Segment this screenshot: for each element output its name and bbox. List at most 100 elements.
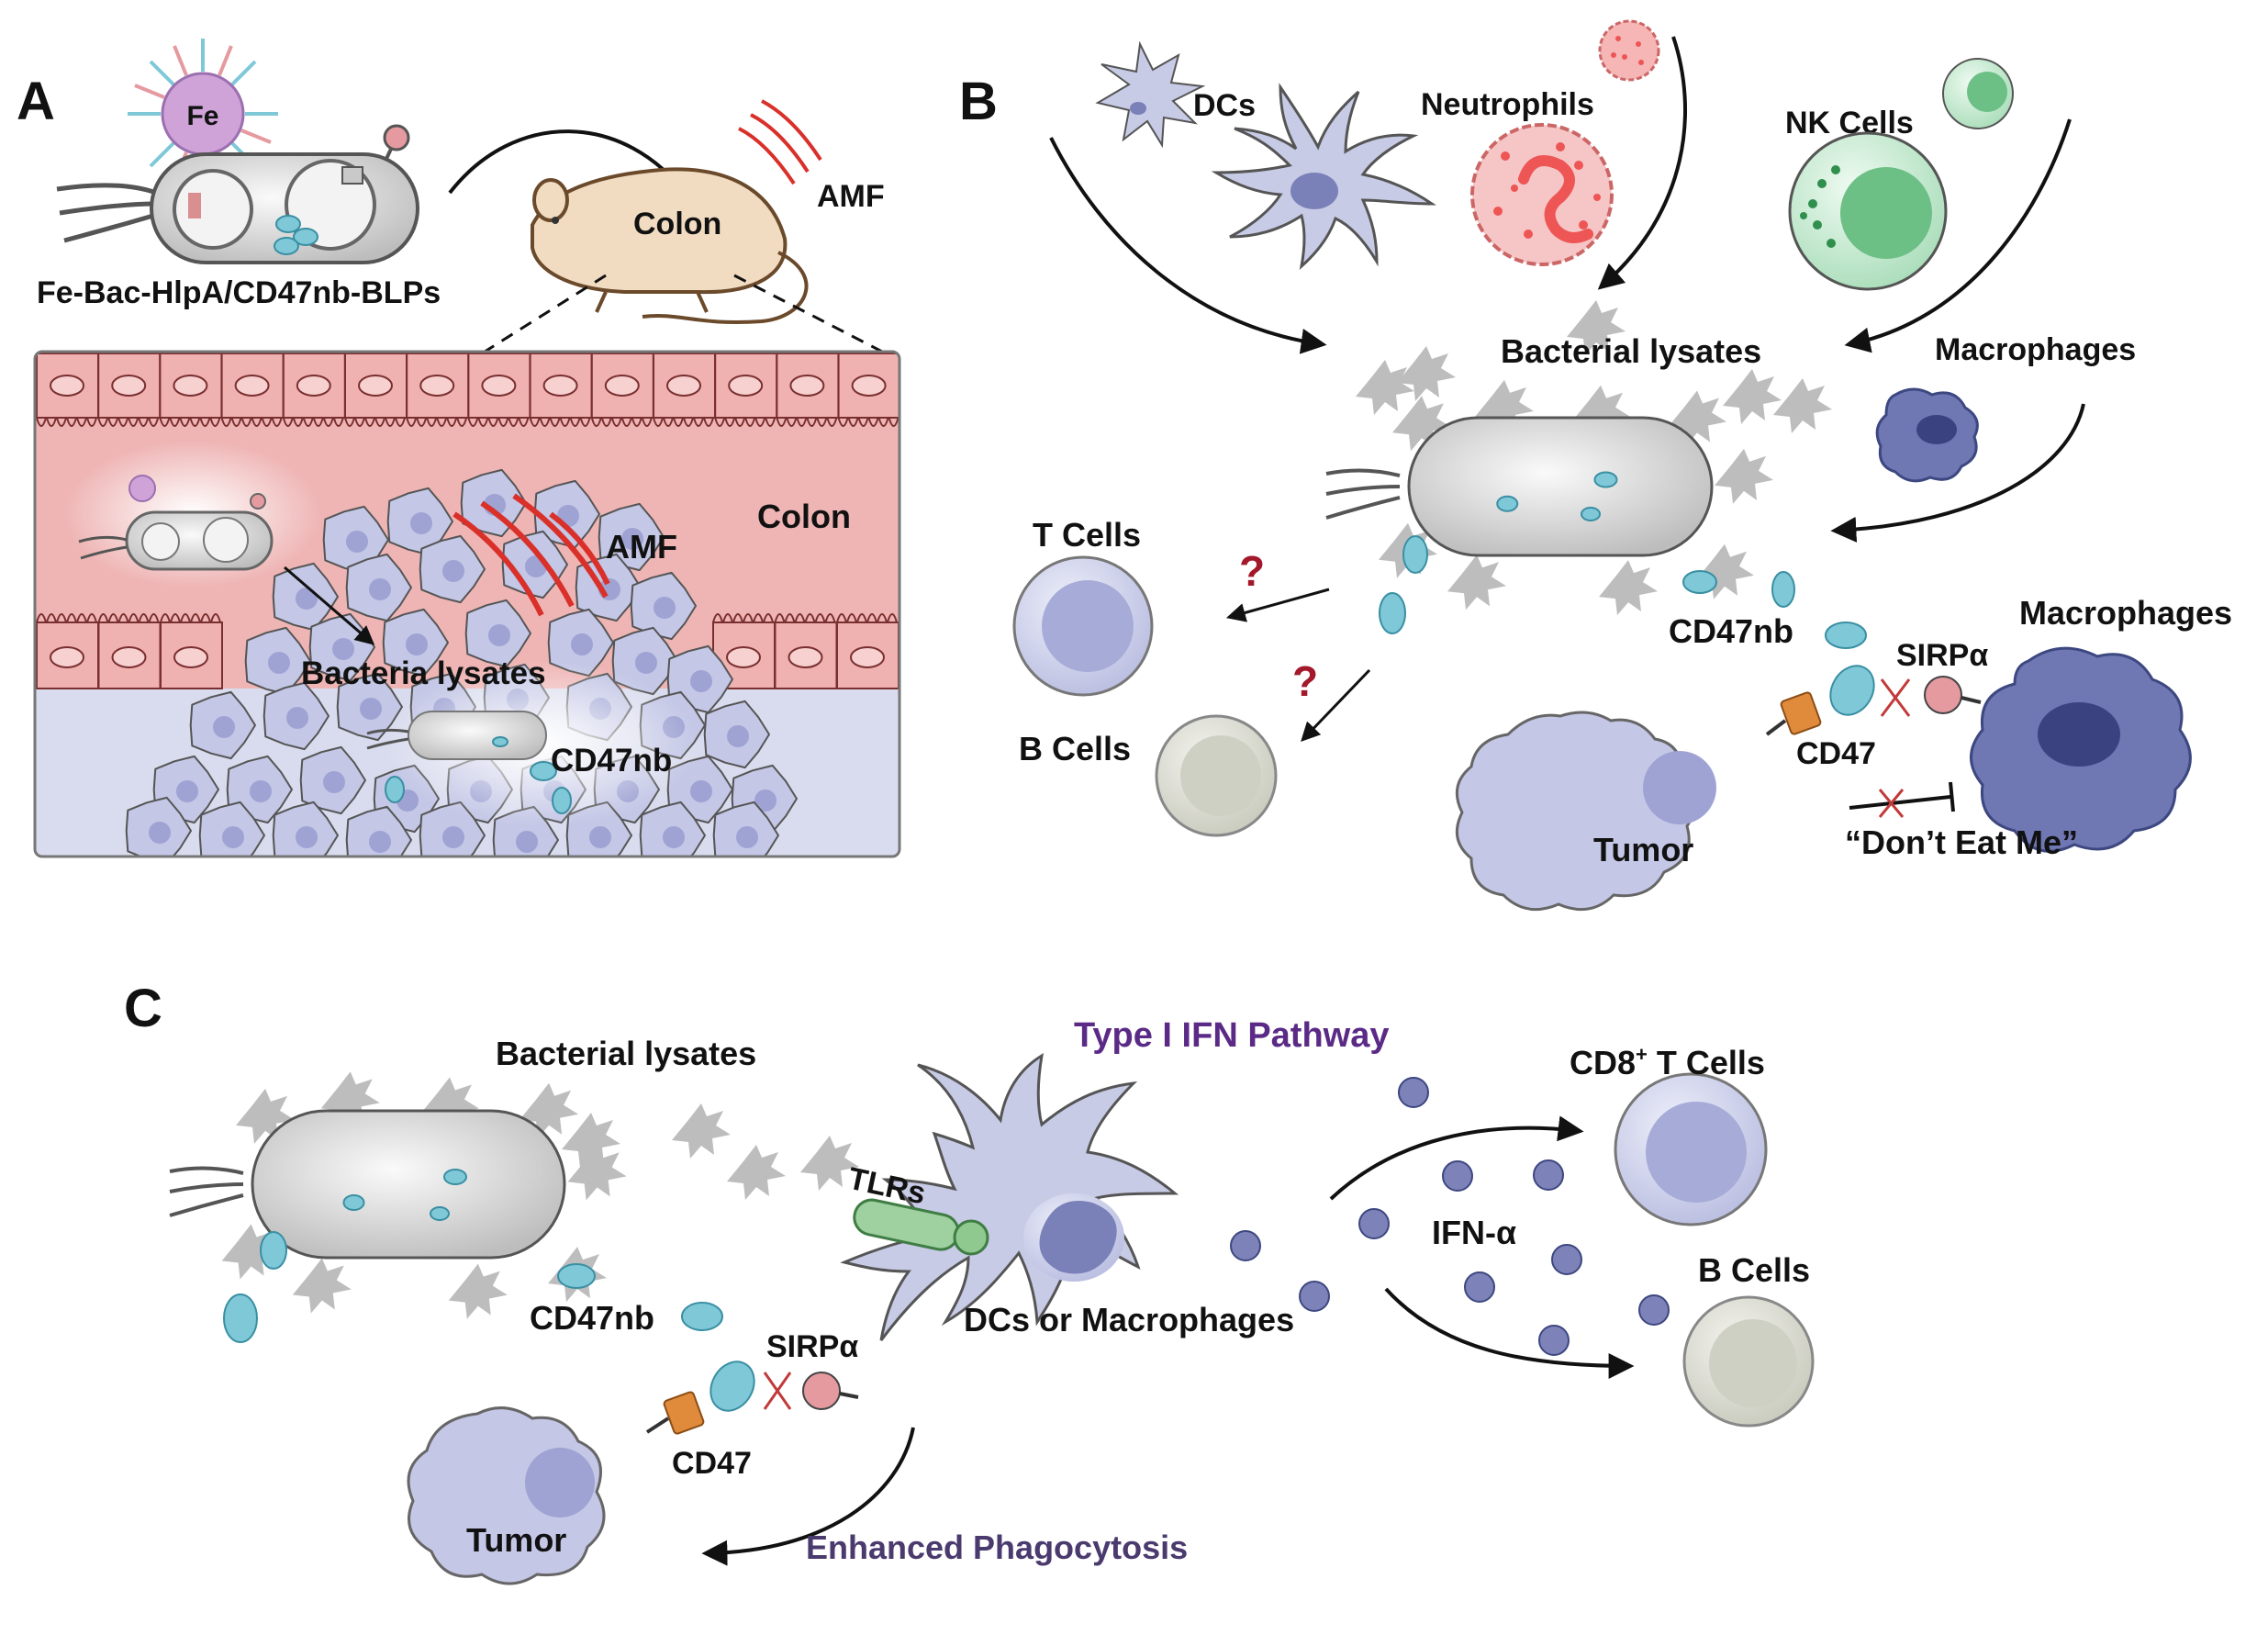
- zoom-lines: [481, 274, 887, 355]
- tumor-nucleus: [250, 780, 272, 802]
- cd47nb-free-c-icon: [223, 1263, 723, 1343]
- lysate-debris: [1397, 346, 1456, 401]
- tumor-nucleus: [736, 826, 758, 848]
- dc-small-icon: [1095, 40, 1206, 149]
- flagella: [169, 1166, 244, 1217]
- epithelial-nucleus: [604, 375, 640, 397]
- macrophages-right-label: Macrophages: [2019, 594, 2232, 632]
- lysate-debris: [448, 1263, 508, 1319]
- tumor-nucleus: [176, 780, 198, 802]
- cd47nb-label-c: CD47nb: [530, 1299, 654, 1337]
- tumor-nucleus: [442, 560, 464, 582]
- lysate-debris: [236, 1088, 295, 1144]
- lysate-debris: [562, 1113, 620, 1168]
- tumor-label-b: Tumor: [1593, 831, 1693, 868]
- lysate-debris: [292, 1258, 352, 1314]
- microvilli: [406, 417, 468, 427]
- tumor-nucleus: [727, 725, 749, 747]
- epithelial-nucleus: [296, 375, 331, 397]
- dcs-macrophages-label: DCs or Macrophages: [964, 1301, 1294, 1338]
- epithelial-nucleus: [50, 375, 84, 397]
- lysate-debris: [727, 1145, 786, 1200]
- tumor-nucleus: [268, 652, 290, 674]
- microvilli: [97, 417, 160, 427]
- bacterial-lysates-label-b: Bacterial lysates: [1501, 332, 1761, 370]
- cd47nb-label-a: CD47nb: [551, 743, 672, 778]
- tumor-nucleus: [754, 790, 776, 812]
- dc-arrow: [1049, 137, 1327, 354]
- amf-waves-tumor-icon: [452, 493, 610, 617]
- amf-waves-icon: [738, 99, 822, 185]
- epithelial-nucleus: [542, 375, 578, 397]
- tumor-bacterium-icon: [366, 711, 572, 814]
- tlr-receptor-icon: [853, 1198, 989, 1256]
- lysed-bacterium-c-icon: [169, 1071, 859, 1319]
- microvilli: [653, 417, 714, 427]
- tumor-nucleus: [589, 826, 611, 848]
- sirpa-label-b: SIRPα: [1896, 638, 1988, 673]
- tumor-nucleus: [406, 633, 428, 655]
- inhibition-symbol-icon: [1849, 781, 1955, 818]
- cd8-t-cell-icon: [1614, 1072, 1768, 1226]
- colon-mouse-label: Colon: [633, 207, 721, 241]
- dont-eat-me-label: “Don’t Eat Me”: [1845, 823, 2078, 861]
- tumor-nucleus: [663, 826, 685, 848]
- tumor-nucleus: [410, 512, 432, 534]
- tumor-nucleus: [654, 597, 676, 619]
- injection-arrow: [448, 129, 692, 202]
- microvilli: [837, 417, 899, 427]
- t-cell-arrow: [1225, 588, 1330, 622]
- lysate-debris: [1723, 369, 1782, 424]
- tumor-nucleus: [690, 780, 712, 802]
- b-cells-label-c: B Cells: [1698, 1251, 1810, 1289]
- tumor-nucleus: [296, 826, 318, 848]
- cd47nb-released: [1379, 592, 1406, 634]
- lysate-debris: [520, 1082, 579, 1138]
- b-cell-icon-b: [1155, 714, 1278, 837]
- lysate-debris: [1773, 378, 1832, 433]
- tumor-nucleus: [332, 638, 354, 660]
- question-mark-b: ?: [1292, 657, 1318, 705]
- mouse-icon: [531, 167, 809, 325]
- lysate-debris: [1571, 385, 1630, 441]
- cd47nb-free-icon: [1682, 570, 1867, 649]
- lysate-debris: [567, 1145, 627, 1201]
- macrophages-top-label: Macrophages: [1935, 332, 2136, 367]
- epithelial-nucleus: [481, 375, 517, 397]
- epithelial-nucleus: [851, 375, 887, 397]
- panel-c: C Bacterial lysates Type I IFN Pathway D…: [124, 979, 1815, 1585]
- bacterium-body: [1407, 416, 1714, 557]
- b-cell-arrow-c: [1384, 1287, 1635, 1379]
- lumen-bacterium-icon: [78, 475, 274, 571]
- nk-arrow: [1844, 118, 2072, 353]
- colon-section: [35, 352, 899, 857]
- lysate-debris: [1715, 448, 1773, 504]
- tumor-nucleus: [213, 716, 235, 738]
- tumor-nucleus: [286, 707, 308, 729]
- tumor-cell-b-icon: [1455, 711, 1716, 912]
- dc-macrophage-large-icon: [840, 1053, 1179, 1341]
- tumor-nucleus: [516, 831, 538, 853]
- lysate-debris: [1356, 360, 1414, 415]
- cd47nb-inside: [342, 1194, 365, 1211]
- cd8-prefix: CD8: [1570, 1044, 1636, 1081]
- cd47nb-label-b: CD47nb: [1669, 612, 1793, 650]
- dcs-label: DCs: [1193, 88, 1256, 123]
- epithelial-nucleus: [728, 375, 764, 397]
- lysate-debris: [419, 1077, 479, 1133]
- tumor-nucleus: [222, 826, 244, 848]
- lysate-debris: [1668, 390, 1726, 446]
- cd47-label-b: CD47: [1796, 736, 1876, 771]
- phagocytosis-arrow: [701, 1427, 915, 1566]
- bacteria-lysates-label: Bacteria lysates: [301, 655, 546, 691]
- lysate-debris: [1392, 396, 1451, 452]
- dc-large-icon: [1211, 83, 1436, 270]
- neutrophil-arrow: [1597, 36, 1687, 290]
- cd47nb-inside: [1581, 507, 1601, 521]
- question-mark-t: ?: [1239, 547, 1265, 595]
- type-i-ifn-pathway-label: Type I IFN Pathway: [1074, 1016, 1389, 1055]
- microvilli: [282, 417, 344, 427]
- epithelial-nucleus: [358, 375, 393, 397]
- epithelial-nucleus: [173, 646, 208, 668]
- tumor-nucleus: [621, 528, 643, 550]
